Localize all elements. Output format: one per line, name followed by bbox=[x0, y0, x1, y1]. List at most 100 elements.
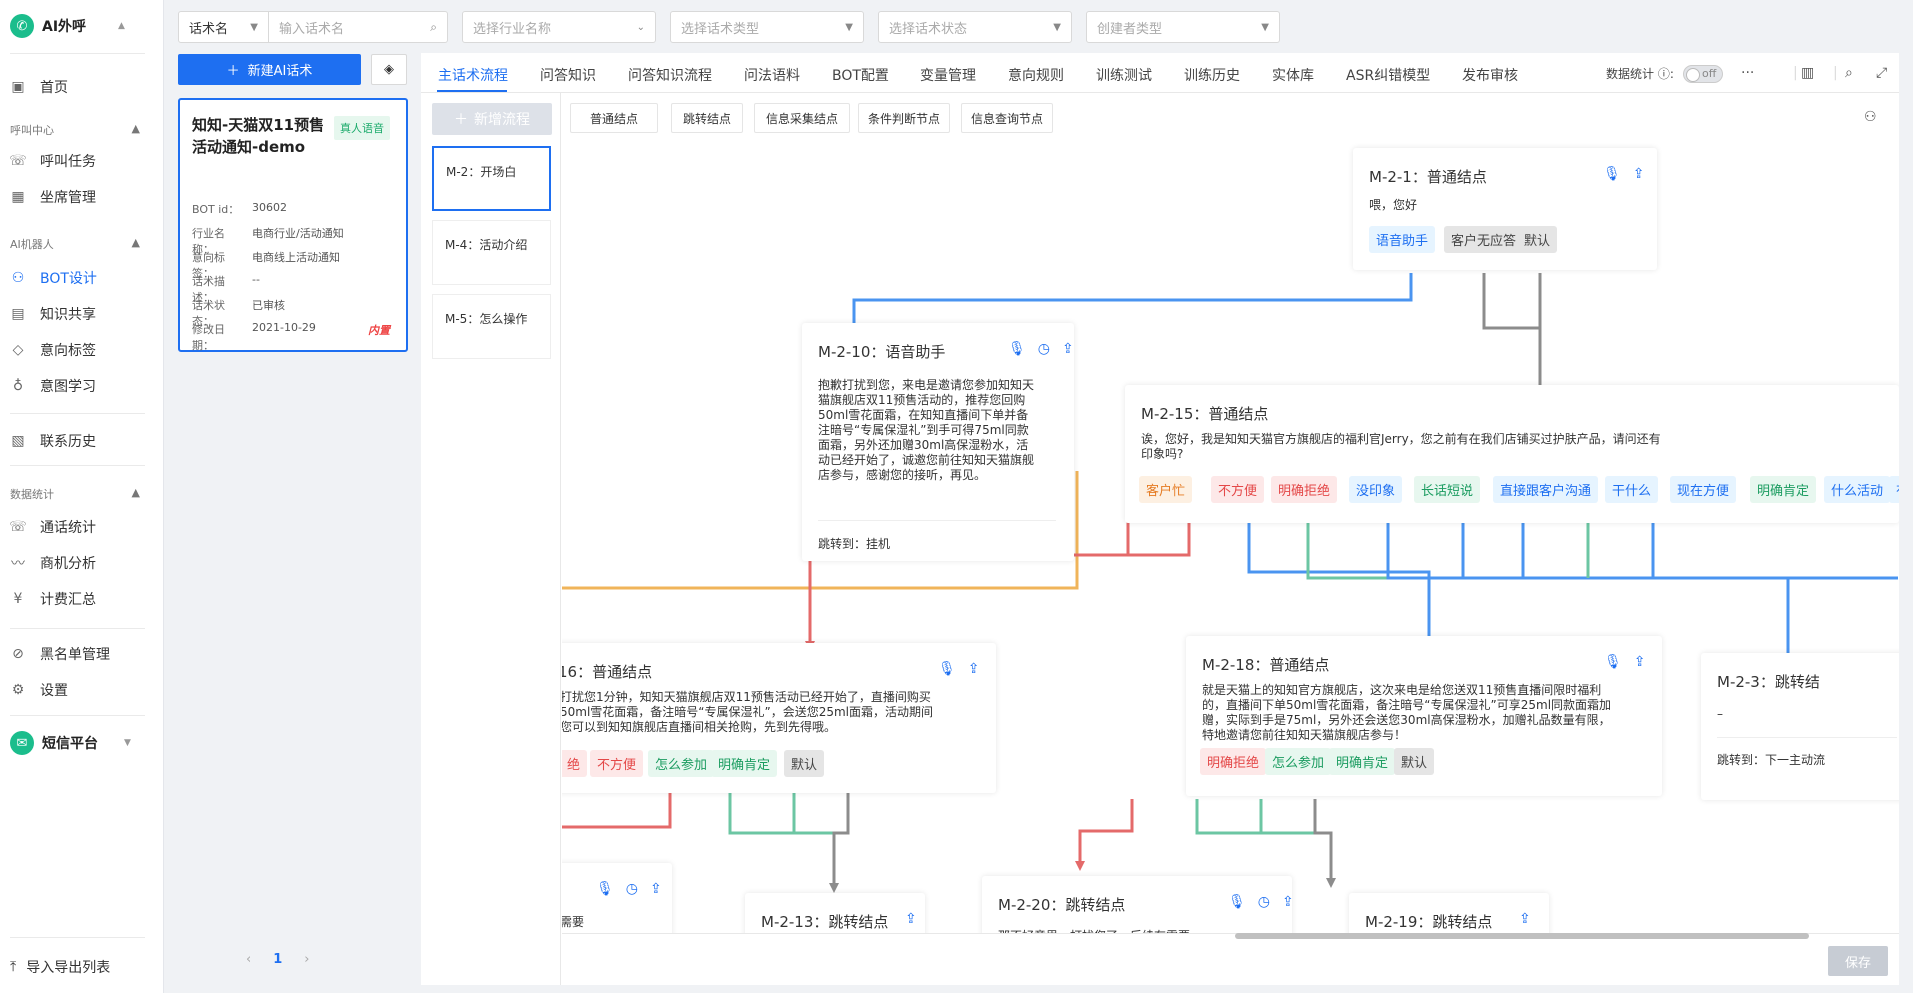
branch-pill[interactable]: 默认 bbox=[784, 750, 825, 777]
upload-icon[interactable]: ⇪ bbox=[1282, 894, 1294, 910]
branch-pill[interactable]: 明确肯定 bbox=[711, 750, 778, 777]
tab-asr-model[interactable]: ASR纠错模型 bbox=[1346, 68, 1431, 84]
upload-icon[interactable]: ⇪ bbox=[1519, 911, 1531, 927]
mic-icon[interactable]: 🎙 bbox=[1228, 894, 1246, 910]
tab-training-test[interactable]: 训练测试 bbox=[1096, 68, 1152, 84]
clock-icon[interactable]: ◷ bbox=[1037, 341, 1050, 357]
sidebar-item-call-stats[interactable]: ☏通话统计 bbox=[9, 514, 150, 540]
sidebar-item-opportunity[interactable]: 〰商机分析 bbox=[10, 550, 150, 576]
industry-select[interactable]: 选择行业名称⌄ bbox=[462, 11, 656, 43]
branch-pill[interactable]: 默认 bbox=[1394, 748, 1435, 775]
sidebar-item-home[interactable]: ▣首页 bbox=[10, 74, 150, 100]
sidebar-item-call-task[interactable]: ☏呼叫任务 bbox=[9, 148, 150, 174]
branch-pill[interactable]: 没印象 bbox=[1349, 476, 1403, 503]
sidebar-item-intent-learning[interactable]: ♁意图学习 bbox=[10, 373, 150, 399]
branch-pill[interactable]: 有时 bbox=[1889, 476, 1899, 503]
branch-pill[interactable]: 长话短说 bbox=[1414, 476, 1481, 503]
branch-pill[interactable]: 干什么 bbox=[1605, 476, 1659, 503]
sidebar-section-ai-bot[interactable]: AI机器人▲ bbox=[10, 236, 140, 252]
sidebar-item-intent-tag[interactable]: ◇意向标签 bbox=[10, 337, 150, 363]
horizontal-scrollbar[interactable] bbox=[1235, 933, 1809, 939]
flow-item[interactable]: M-4：活动介绍 bbox=[432, 220, 551, 285]
node-type-normal[interactable]: 普通结点 bbox=[570, 103, 658, 133]
tab-qa-flow[interactable]: 问答知识流程 bbox=[628, 68, 712, 84]
branch-pill[interactable]: 绝 bbox=[562, 750, 588, 777]
branch-pill[interactable]: 直接跟客户沟通 bbox=[1493, 476, 1599, 503]
branch-pill[interactable]: 明确拒绝 bbox=[1271, 476, 1338, 503]
search-icon[interactable]: ⌕ bbox=[1845, 65, 1853, 81]
branch-pill[interactable]: 不方便 bbox=[590, 750, 644, 777]
flow-node[interactable]: M-2-18：普通结点 🎙⇪ 就是天猫上的知知官方旗舰店，这次来电是给您送双11… bbox=[1186, 636, 1662, 796]
node-type-condition[interactable]: 条件判断节点 bbox=[858, 103, 950, 133]
more-icon[interactable]: ··· bbox=[1741, 65, 1755, 81]
type-select[interactable]: 选择话术类型▼ bbox=[670, 11, 864, 43]
sidebar-item-contact-history[interactable]: ▧联系历史 bbox=[10, 428, 150, 454]
tab-variables[interactable]: 变量管理 bbox=[920, 68, 976, 84]
branch-pill[interactable]: 不方便 bbox=[1211, 476, 1265, 503]
sidebar-item-billing[interactable]: ¥计费汇总 bbox=[10, 586, 150, 612]
name-search-input[interactable]: 输入话术名⌕ bbox=[269, 12, 447, 42]
node-type-query[interactable]: 信息查询节点 bbox=[961, 103, 1053, 133]
app-brand[interactable]: ✆ AI外呼 ▲ bbox=[10, 12, 125, 40]
sidebar-item-agent-mgmt[interactable]: ▦坐席管理 bbox=[10, 184, 150, 210]
clock-icon[interactable]: ◷ bbox=[625, 881, 638, 897]
tag-filter-button[interactable]: ◈ bbox=[371, 54, 407, 85]
branch-pill[interactable]: 明确拒绝 bbox=[1200, 748, 1267, 775]
upload-icon[interactable]: ⇪ bbox=[1633, 654, 1646, 670]
flow-node[interactable]: M-2-10：语音助手 🎙◷⇪ 抱歉打扰到您，来电是邀请您参加知知天猫旗舰店双1… bbox=[802, 323, 1074, 561]
node-type-collect[interactable]: 信息采集结点 bbox=[754, 103, 850, 133]
mic-icon[interactable]: 🎙 bbox=[596, 881, 614, 897]
node-type-jump[interactable]: 跳转结点 bbox=[671, 103, 743, 133]
sidebar-item-bot-design[interactable]: ⚇BOT设计 bbox=[10, 265, 150, 291]
new-ai-script-button[interactable]: ＋新建AI话术 bbox=[178, 54, 361, 85]
stats-toggle[interactable]: off bbox=[1683, 65, 1723, 83]
branch-pill[interactable]: 怎么参加 bbox=[648, 750, 715, 777]
script-card[interactable]: 知知-天猫双11预售活动通知-demo 真人语音 BOT id：30602 行业… bbox=[178, 98, 408, 352]
tab-corpus[interactable]: 问法语料 bbox=[744, 68, 800, 84]
branch-pill[interactable]: 默认 bbox=[1517, 226, 1558, 253]
tab-bot-config[interactable]: BOT配置 bbox=[832, 68, 889, 84]
mic-icon[interactable]: 🎙 bbox=[1603, 166, 1621, 182]
flow-node[interactable]: 16：普通结点 🎙⇪ 打扰您1分钟，知知天猫旗舰店双11预售活动已经开始了，直播… bbox=[562, 643, 996, 793]
clock-icon[interactable]: ◷ bbox=[1257, 894, 1270, 910]
flow-canvas[interactable]: 普通结点 跳转结点 信息采集结点 条件判断节点 信息查询节点 ⚇ bbox=[562, 93, 1899, 985]
branch-pill[interactable]: 明确肯定 bbox=[1750, 476, 1817, 503]
flow-item[interactable]: M-5：怎么操作 bbox=[432, 294, 551, 359]
status-select[interactable]: 选择话术状态▼ bbox=[878, 11, 1072, 43]
branch-pill[interactable]: 明确肯定 bbox=[1329, 748, 1396, 775]
flow-item[interactable]: M-2：开场白 bbox=[432, 146, 551, 211]
branch-pill[interactable]: 客户忙 bbox=[1139, 476, 1193, 503]
sms-platform[interactable]: ✉ 短信平台 ▼ bbox=[10, 729, 131, 757]
tab-training-history[interactable]: 训练历史 bbox=[1184, 68, 1240, 84]
sidebar-section-data-stats[interactable]: 数据统计▲ bbox=[10, 486, 140, 502]
sidebar-section-call-center[interactable]: 呼叫中心▲ bbox=[10, 122, 140, 138]
add-flow-button[interactable]: ＋新增流程 bbox=[432, 103, 552, 135]
branch-pill[interactable]: 语音助手 bbox=[1369, 226, 1436, 253]
tab-main-flow[interactable]: 主话术流程 bbox=[438, 68, 508, 84]
tab-publish-review[interactable]: 发布审核 bbox=[1462, 68, 1518, 84]
prev-page-icon[interactable]: ‹ bbox=[246, 952, 252, 967]
flow-node[interactable]: M-2-3：跳转结 – 跳转到：下一主动流 bbox=[1701, 653, 1899, 800]
flow-node[interactable]: M-2-1：普通结点 🎙⇪ 喂，您好 语音助手 客户无应答 默认 bbox=[1353, 148, 1657, 270]
save-button[interactable]: 保存 bbox=[1828, 946, 1888, 976]
upload-icon[interactable]: ⇪ bbox=[650, 881, 662, 897]
branch-pill[interactable]: 客户无应答 bbox=[1444, 226, 1524, 253]
next-page-icon[interactable]: › bbox=[304, 952, 310, 967]
branch-pill[interactable]: 怎么参加 bbox=[1265, 748, 1332, 775]
import-export-link[interactable]: ⤒导入导出列表 bbox=[10, 957, 110, 977]
upload-icon[interactable]: ⇪ bbox=[1062, 341, 1074, 357]
layout-icon[interactable]: ⚇ bbox=[1864, 109, 1877, 125]
sidebar-item-settings[interactable]: ⚙设置 bbox=[10, 677, 150, 703]
creator-select[interactable]: 创建者类型▼ bbox=[1086, 11, 1280, 43]
caret-up-icon[interactable]: ▲ bbox=[118, 21, 125, 31]
bar-chart-icon[interactable]: ▥ bbox=[1801, 65, 1815, 81]
sidebar-item-blacklist[interactable]: ⊘黑名单管理 bbox=[10, 641, 150, 667]
mic-icon[interactable]: 🎙 bbox=[1604, 654, 1622, 670]
upload-icon[interactable]: ⇪ bbox=[1632, 166, 1645, 182]
caret-down-icon[interactable]: ▼ bbox=[124, 738, 131, 748]
current-page[interactable]: 1 bbox=[273, 952, 283, 967]
name-field-select[interactable]: 话术名▼ bbox=[179, 12, 269, 42]
branch-pill[interactable]: 现在方便 bbox=[1670, 476, 1737, 503]
upload-icon[interactable]: ⇪ bbox=[967, 661, 980, 677]
mic-icon[interactable]: 🎙 bbox=[938, 661, 956, 677]
